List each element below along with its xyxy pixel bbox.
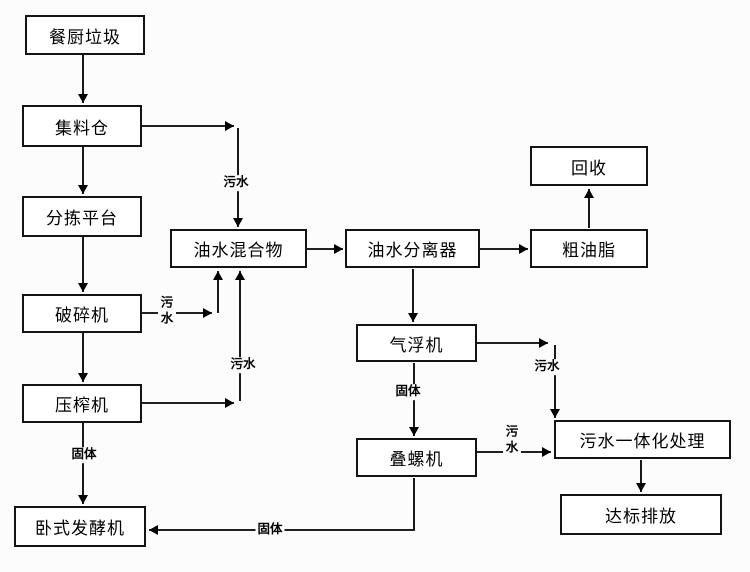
node-sewage-treatment: 污水一体化处理	[554, 420, 731, 459]
edge-label-sewage-screw: 污水	[503, 424, 521, 456]
edge-label-sewage-press: 污水	[228, 357, 258, 373]
node-oil-water-separator: 油水分离器	[345, 229, 480, 268]
edge-label-sewage-collection: 污水	[221, 175, 251, 191]
edge-label-sewage-flotation: 污水	[532, 359, 562, 375]
node-crude-grease: 粗油脂	[530, 229, 648, 268]
node-discharge: 达标排放	[560, 494, 722, 535]
node-horizontal-fermenter: 卧式发酵机	[14, 506, 146, 547]
node-press: 压榨机	[22, 384, 142, 423]
edge-label-solid-press: 固体	[69, 447, 99, 463]
node-crusher: 破碎机	[22, 294, 142, 333]
edge-label-solid-screw: 固体	[255, 522, 285, 538]
node-kitchen-waste: 餐厨垃圾	[25, 15, 145, 55]
node-recycle: 回收	[530, 146, 648, 186]
arrow-screw-press-to-fermenter-solid	[149, 478, 415, 535]
edge-label-solid-flotation: 固体	[393, 384, 423, 400]
node-sorting-platform: 分拣平台	[22, 196, 142, 237]
edge-label-sewage-crusher: 污水	[158, 295, 176, 327]
node-screw-press: 叠螺机	[356, 438, 477, 477]
node-collection-bin: 集料仓	[22, 105, 142, 147]
node-air-flotation: 气浮机	[356, 324, 477, 362]
node-oil-water-mixture: 油水混合物	[170, 229, 307, 268]
